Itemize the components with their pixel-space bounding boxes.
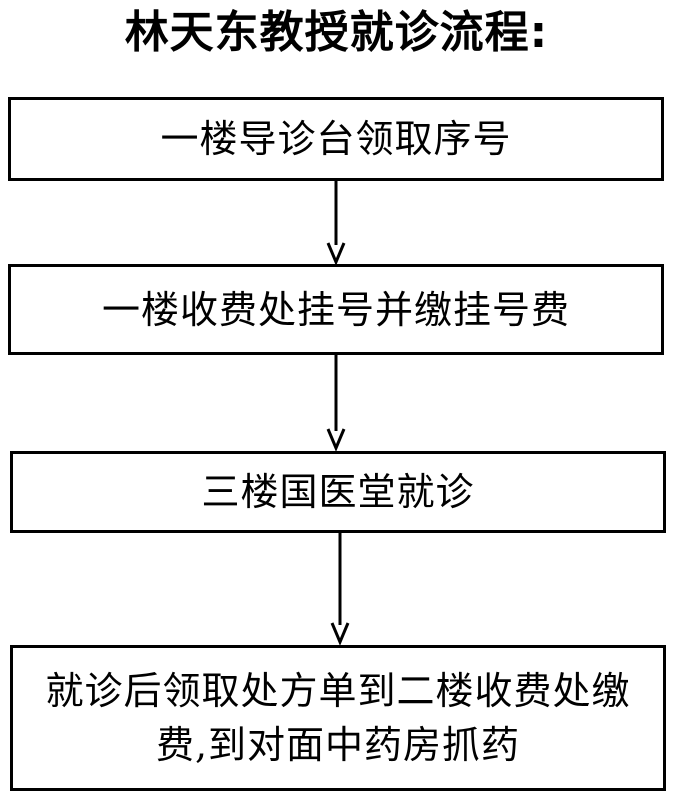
step-label-3: 三楼国医堂就诊 xyxy=(201,470,475,514)
step-label-4: 就诊后领取处方单到二楼收费处缴费,到对面中药房抓药 xyxy=(45,669,631,767)
step-box-3: 三楼国医堂就诊 xyxy=(10,451,666,533)
arrow-2-to-3 xyxy=(326,355,346,452)
step-box-1: 一楼导诊台领取序号 xyxy=(8,97,664,181)
step-label-2: 一楼收费处挂号并缴挂号费 xyxy=(101,287,570,332)
arrow-3-to-4 xyxy=(330,533,350,646)
step-box-4: 就诊后领取处方单到二楼收费处缴费,到对面中药房抓药 xyxy=(10,645,666,791)
step-label-1: 一楼导诊台领取序号 xyxy=(160,117,512,161)
arrow-1-to-2 xyxy=(326,181,346,266)
step-box-2: 一楼收费处挂号并缴挂号费 xyxy=(8,264,664,355)
diagram-title: 林天东教授就诊流程: xyxy=(124,7,549,58)
